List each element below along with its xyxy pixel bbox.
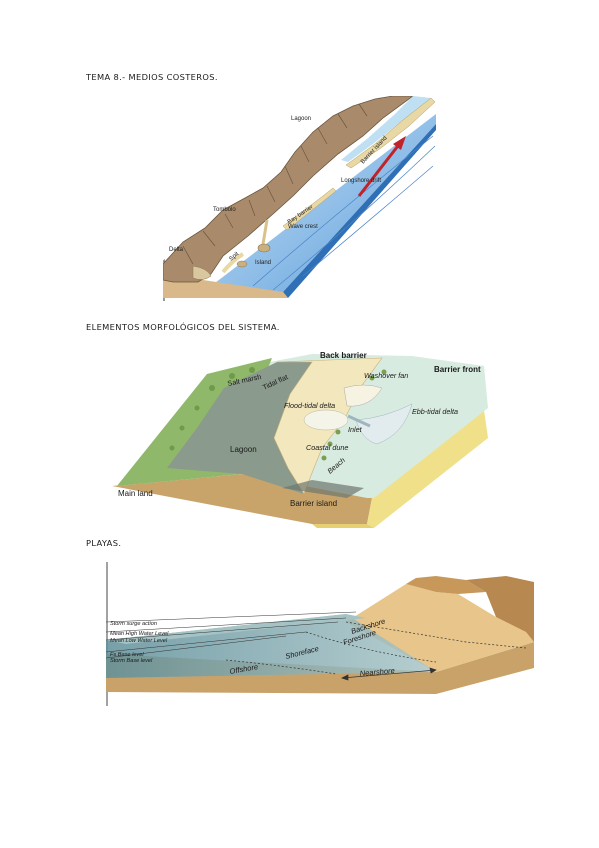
label-lagoon: Lagoon xyxy=(291,116,311,122)
lagoon-water xyxy=(341,96,431,162)
ebb-tidal-delta-shape xyxy=(355,403,413,445)
spit-shape xyxy=(221,252,245,274)
barrier-system-diagram: Back barrier Barrier front Salt marsh Ti… xyxy=(112,348,492,528)
label-wave-crest: Wave crest xyxy=(288,224,318,230)
tombolo-island xyxy=(257,243,271,253)
label-nearshore: Nearshore xyxy=(359,666,395,678)
coastal-environments-diagram: Lagoon Barrier island Longshore drift To… xyxy=(163,96,436,301)
label-spit: Spit xyxy=(228,251,240,262)
barrier-system-figure: Back barrier Barrier front Salt marsh Ti… xyxy=(112,348,492,528)
lagoon-area xyxy=(167,362,312,494)
sea-water-body xyxy=(106,614,436,678)
label-mean-high-water: Mean High Water Level xyxy=(110,631,169,637)
dune-crest xyxy=(406,576,486,594)
longshore-arrow-head xyxy=(393,136,406,150)
label-flood-tidal: Flood-tidal delta xyxy=(284,401,335,410)
sea-front-face xyxy=(283,124,436,298)
flood-tidal-delta-shape xyxy=(303,409,349,431)
bay-barrier-shape xyxy=(282,187,337,231)
sea-surface xyxy=(106,614,366,644)
label-main-land: Main land xyxy=(118,489,153,498)
backshore-hill xyxy=(466,576,534,642)
label-back-barrier: Back barrier xyxy=(320,351,367,360)
longshore-arrow-shaft xyxy=(357,141,403,197)
label-washover: Washover fan xyxy=(364,371,408,380)
section-heading-playas: PLAYAS. xyxy=(86,538,122,548)
label-barrier-island: Barrier island xyxy=(290,499,337,508)
label-longshore: Longshore drift xyxy=(341,178,381,184)
beach-profile-figure: Storm surge action Mean High Water Level… xyxy=(106,562,534,706)
beach-dune-surface xyxy=(346,584,534,672)
washover-fan-shape xyxy=(343,384,383,407)
label-inlet: Inlet xyxy=(348,425,363,434)
delta-shape xyxy=(192,265,212,280)
lagoon-front-section xyxy=(282,480,364,498)
land-front-face xyxy=(163,268,288,298)
label-coastal-dune: Coastal dune xyxy=(306,443,348,452)
label-mean-low-water: Mean Low Water Level xyxy=(110,638,168,644)
section-heading-medios-costeros: TEMA 8.- MEDIOS COSTEROS. xyxy=(86,72,218,82)
beach-profile-diagram: Storm surge action Mean High Water Level… xyxy=(106,562,534,706)
barrier-side-face xyxy=(367,410,488,528)
label-island: Island xyxy=(255,260,271,266)
label-delta: Delta xyxy=(169,247,184,253)
label-ebb-tidal: Ebb-tidal delta xyxy=(412,407,458,416)
rocky-coastline xyxy=(163,96,414,283)
label-fw-base: Fs Base level xyxy=(110,652,144,658)
label-storm-surge: Storm surge action xyxy=(110,621,157,627)
label-storm-base: Storm Base level xyxy=(110,658,153,664)
wave-crests xyxy=(252,135,436,291)
label-barrier-front: Barrier front xyxy=(434,365,481,374)
label-lagoon: Lagoon xyxy=(230,445,257,454)
barrier-island-shape xyxy=(345,97,436,169)
coastal-environments-figure: Lagoon Barrier island Longshore drift To… xyxy=(163,96,436,301)
island-shape xyxy=(236,260,248,268)
label-tombolo: Tombolo xyxy=(213,207,236,213)
section-heading-elementos-morfologicos: ELEMENTOS MORFOLÓGICOS DEL SISTEMA. xyxy=(86,322,280,332)
